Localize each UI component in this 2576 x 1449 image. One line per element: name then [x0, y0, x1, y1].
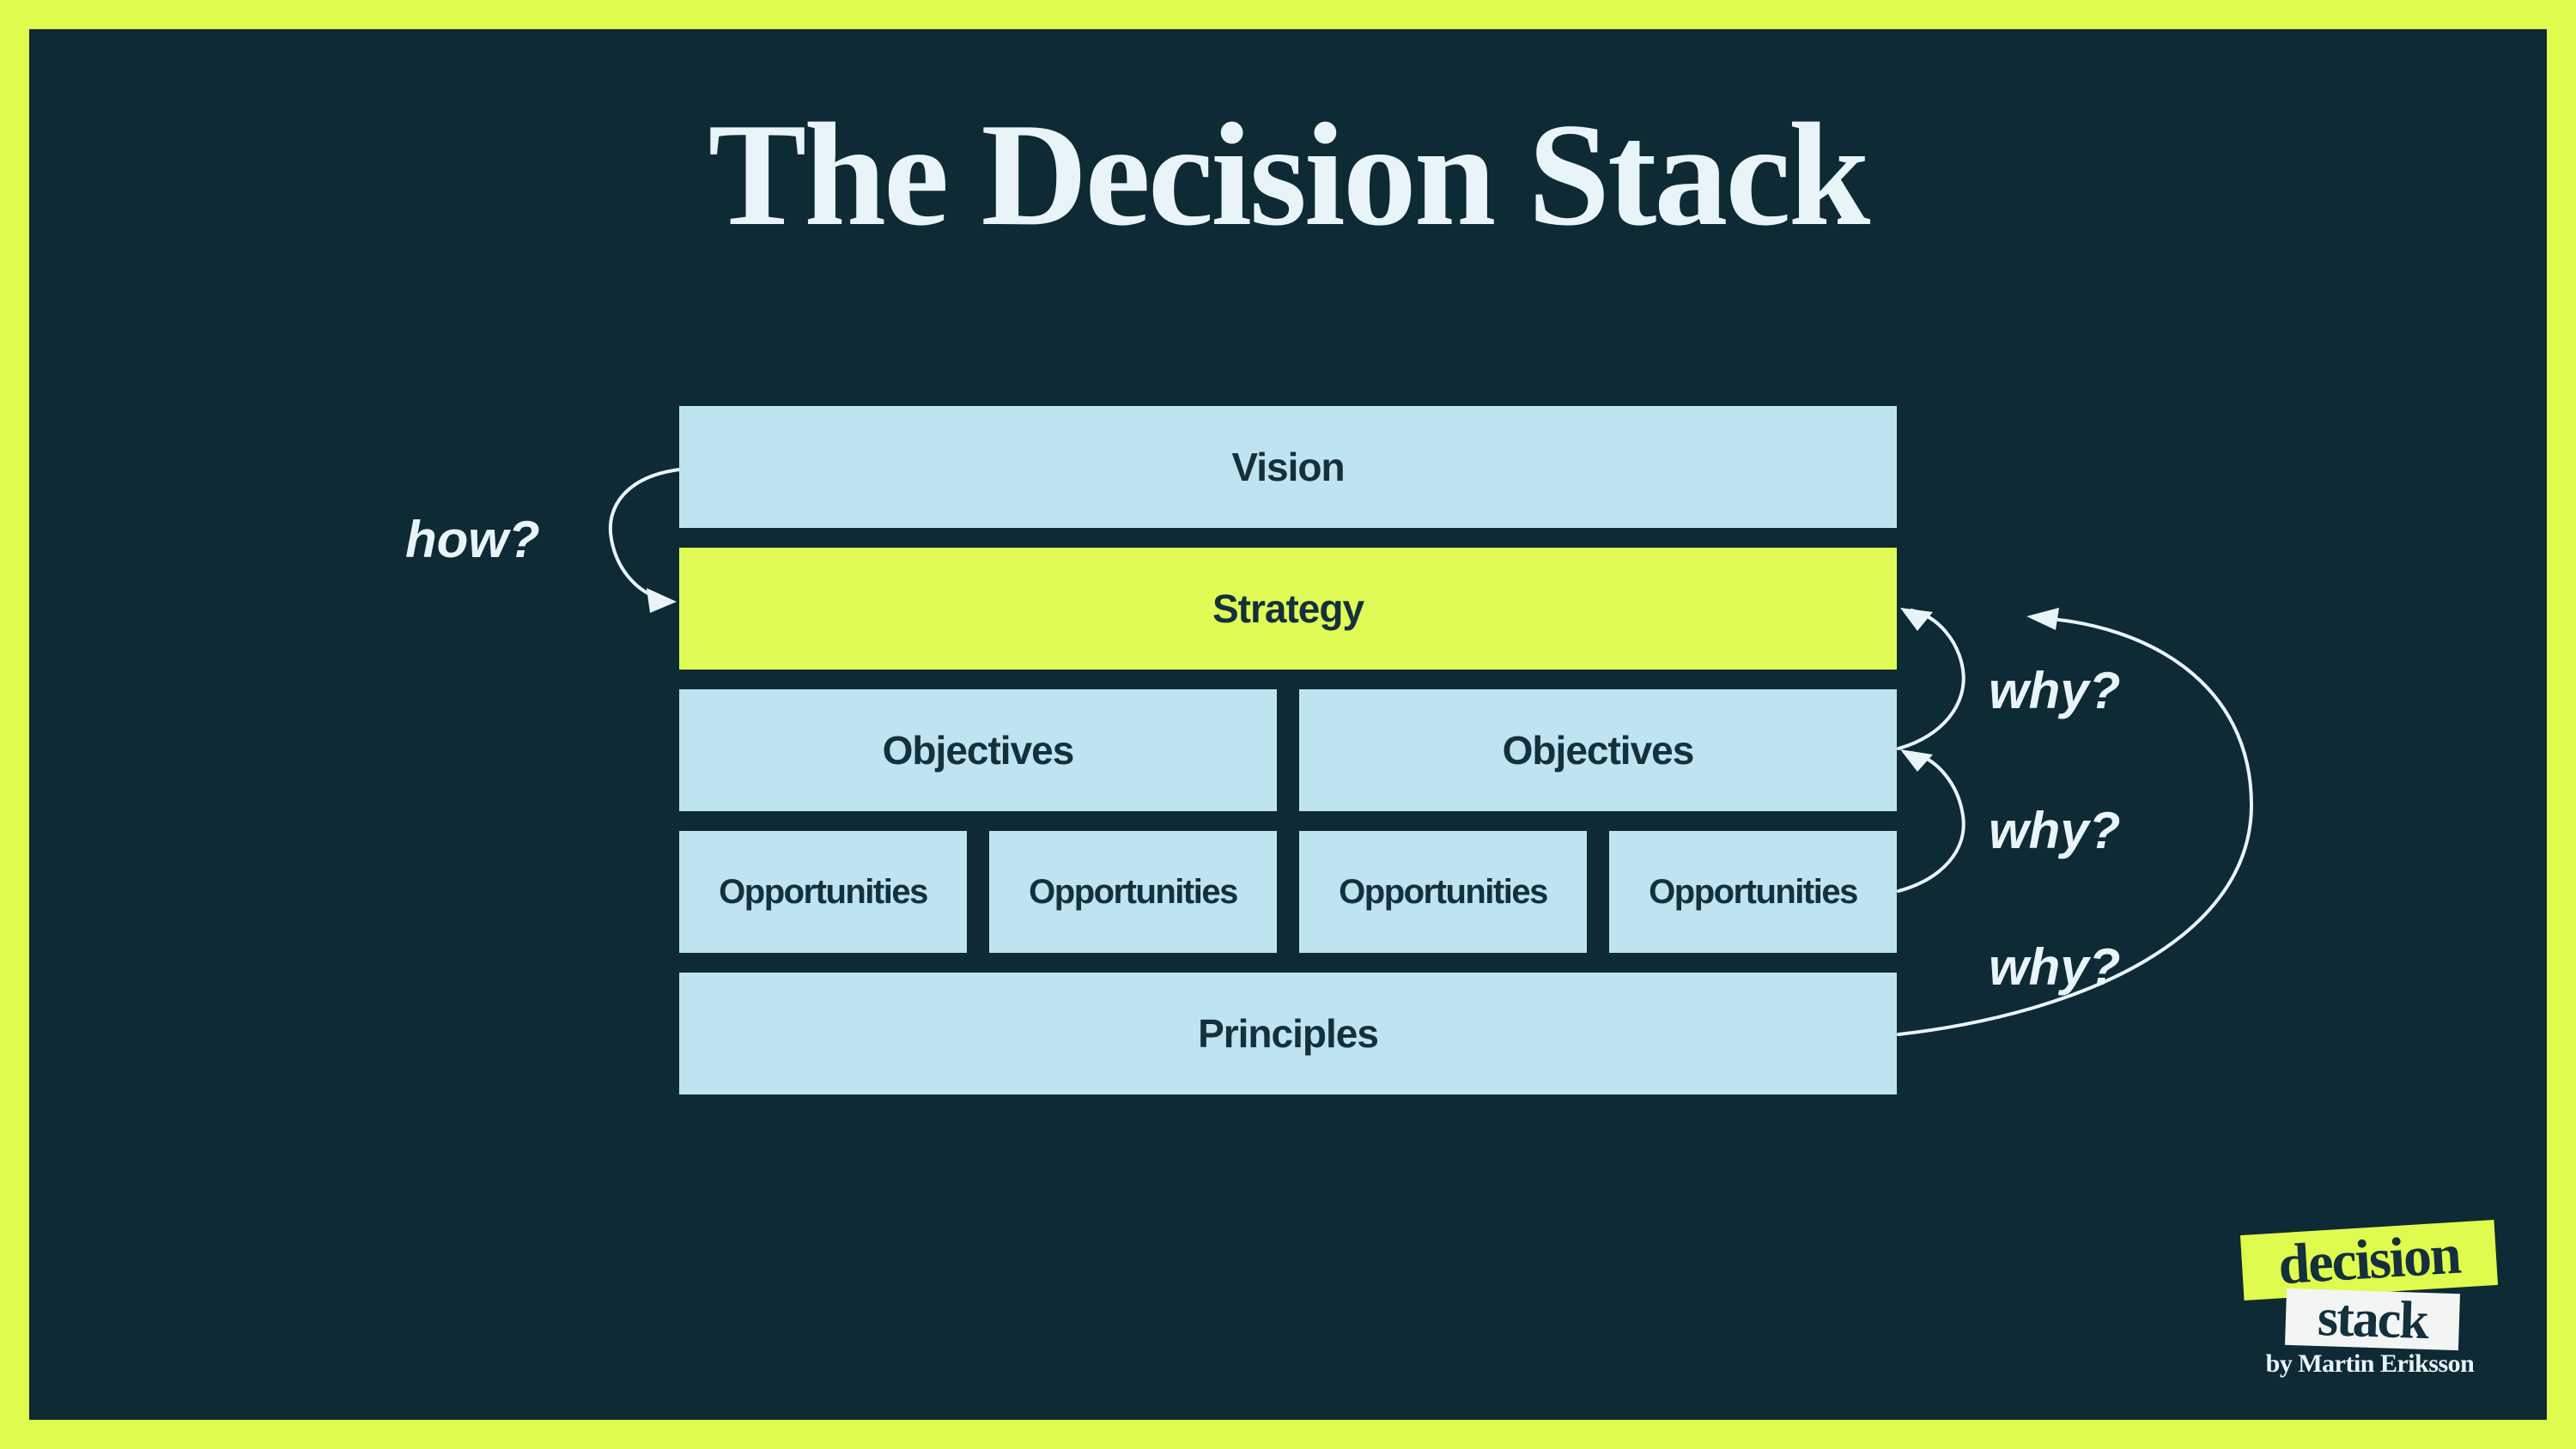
- objectives-label-1: Objectives: [882, 728, 1075, 773]
- strategy-label: Strategy: [1212, 586, 1364, 631]
- opportunities-label-4: Opportunities: [1649, 872, 1858, 911]
- how-arrow-vision-to-strategy-icon: [608, 468, 681, 613]
- why-arrow-opportunities-to-objectives-icon: [1897, 749, 1965, 893]
- objectives-box-2: Objectives: [1299, 689, 1897, 811]
- vision-box: Vision: [679, 406, 1897, 528]
- how-label: how?: [405, 511, 540, 568]
- opportunities-box-1: Opportunities: [679, 831, 967, 953]
- diagram-canvas: The Decision Stack how?: [29, 29, 2547, 1420]
- why-label-3: why?: [1989, 938, 2121, 996]
- objectives-box-1: Objectives: [679, 689, 1277, 811]
- opportunities-label-3: Opportunities: [1339, 872, 1548, 911]
- logo-word-decision-text: decision: [2276, 1222, 2462, 1297]
- opportunities-label-2: Opportunities: [1029, 872, 1238, 911]
- opportunities-label-1: Opportunities: [719, 872, 928, 911]
- principles-box: Principles: [679, 973, 1897, 1094]
- logo-word-stack-text: stack: [2317, 1288, 2428, 1350]
- decision-stack: Vision Strategy Objectives Objectives Op…: [679, 406, 1897, 1094]
- logo-word-stack: stack: [2285, 1288, 2460, 1351]
- opportunities-box-3: Opportunities: [1299, 831, 1587, 953]
- objectives-label-2: Objectives: [1502, 728, 1695, 773]
- why-label-1: why?: [1989, 662, 2121, 719]
- opportunities-box-2: Opportunities: [989, 831, 1277, 953]
- page-title: The Decision Stack: [708, 94, 1871, 257]
- opportunities-row: Opportunities Opportunities Opportunitie…: [679, 831, 1897, 953]
- decision-stack-logo: decision stack by Martin Eriksson: [2233, 1220, 2499, 1413]
- strategy-box: Strategy: [679, 548, 1897, 670]
- objectives-row: Objectives Objectives: [679, 689, 1897, 811]
- why-label-2: why?: [1989, 802, 2121, 859]
- vision-label: Vision: [1231, 445, 1345, 489]
- principles-label: Principles: [1198, 1011, 1379, 1056]
- opportunities-box-4: Opportunities: [1609, 831, 1897, 953]
- why-arrow-objectives-to-strategy-icon: [1897, 608, 1965, 750]
- logo-byline: by Martin Eriksson: [2265, 1349, 2475, 1378]
